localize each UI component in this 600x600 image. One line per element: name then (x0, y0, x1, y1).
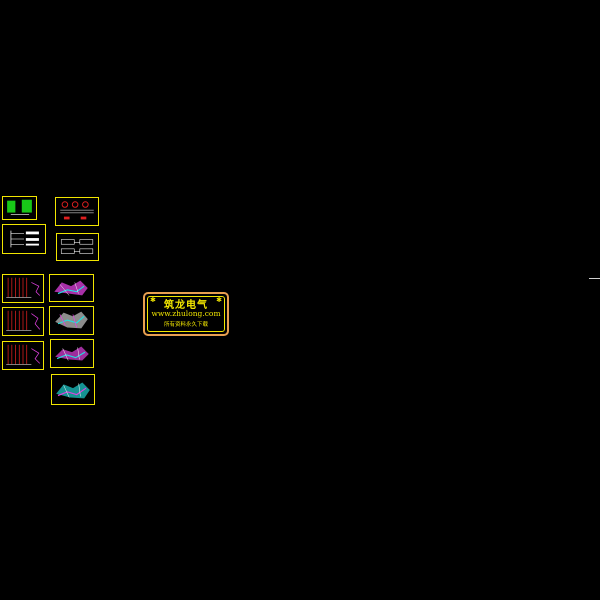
drawing-sheet-riser-3[interactable] (2, 341, 44, 370)
star-icon: ✱ (216, 296, 222, 304)
zhulong-watermark-stamp: ✱ ✱ 筑龙电气 www.zhulong.com 所有资料永久下载 (143, 292, 229, 336)
drawing-sheet-legend[interactable] (2, 196, 37, 220)
drawing-sheet-symbols[interactable] (55, 197, 99, 226)
stamp-inner-border (147, 296, 225, 332)
drawing-sheet-plan-1[interactable] (49, 274, 94, 302)
drawing-sheet-system-b[interactable] (56, 233, 99, 261)
cursor-crosshair (589, 278, 600, 279)
drawing-sheet-plan-4[interactable] (51, 374, 95, 405)
drawing-sheet-system-a[interactable] (2, 224, 46, 254)
drawing-sheet-riser-1[interactable] (2, 274, 44, 303)
stamp-note: 所有资料永久下载 (163, 322, 208, 328)
drawing-sheet-plan-3[interactable] (50, 339, 94, 368)
drawing-sheet-plan-2[interactable] (49, 306, 94, 335)
star-icon: ✱ (150, 296, 156, 304)
stamp-title: 筑龙电气 (164, 300, 208, 311)
drawing-sheet-riser-2[interactable] (2, 307, 44, 336)
stamp-url: www.zhulong.com (151, 309, 221, 318)
